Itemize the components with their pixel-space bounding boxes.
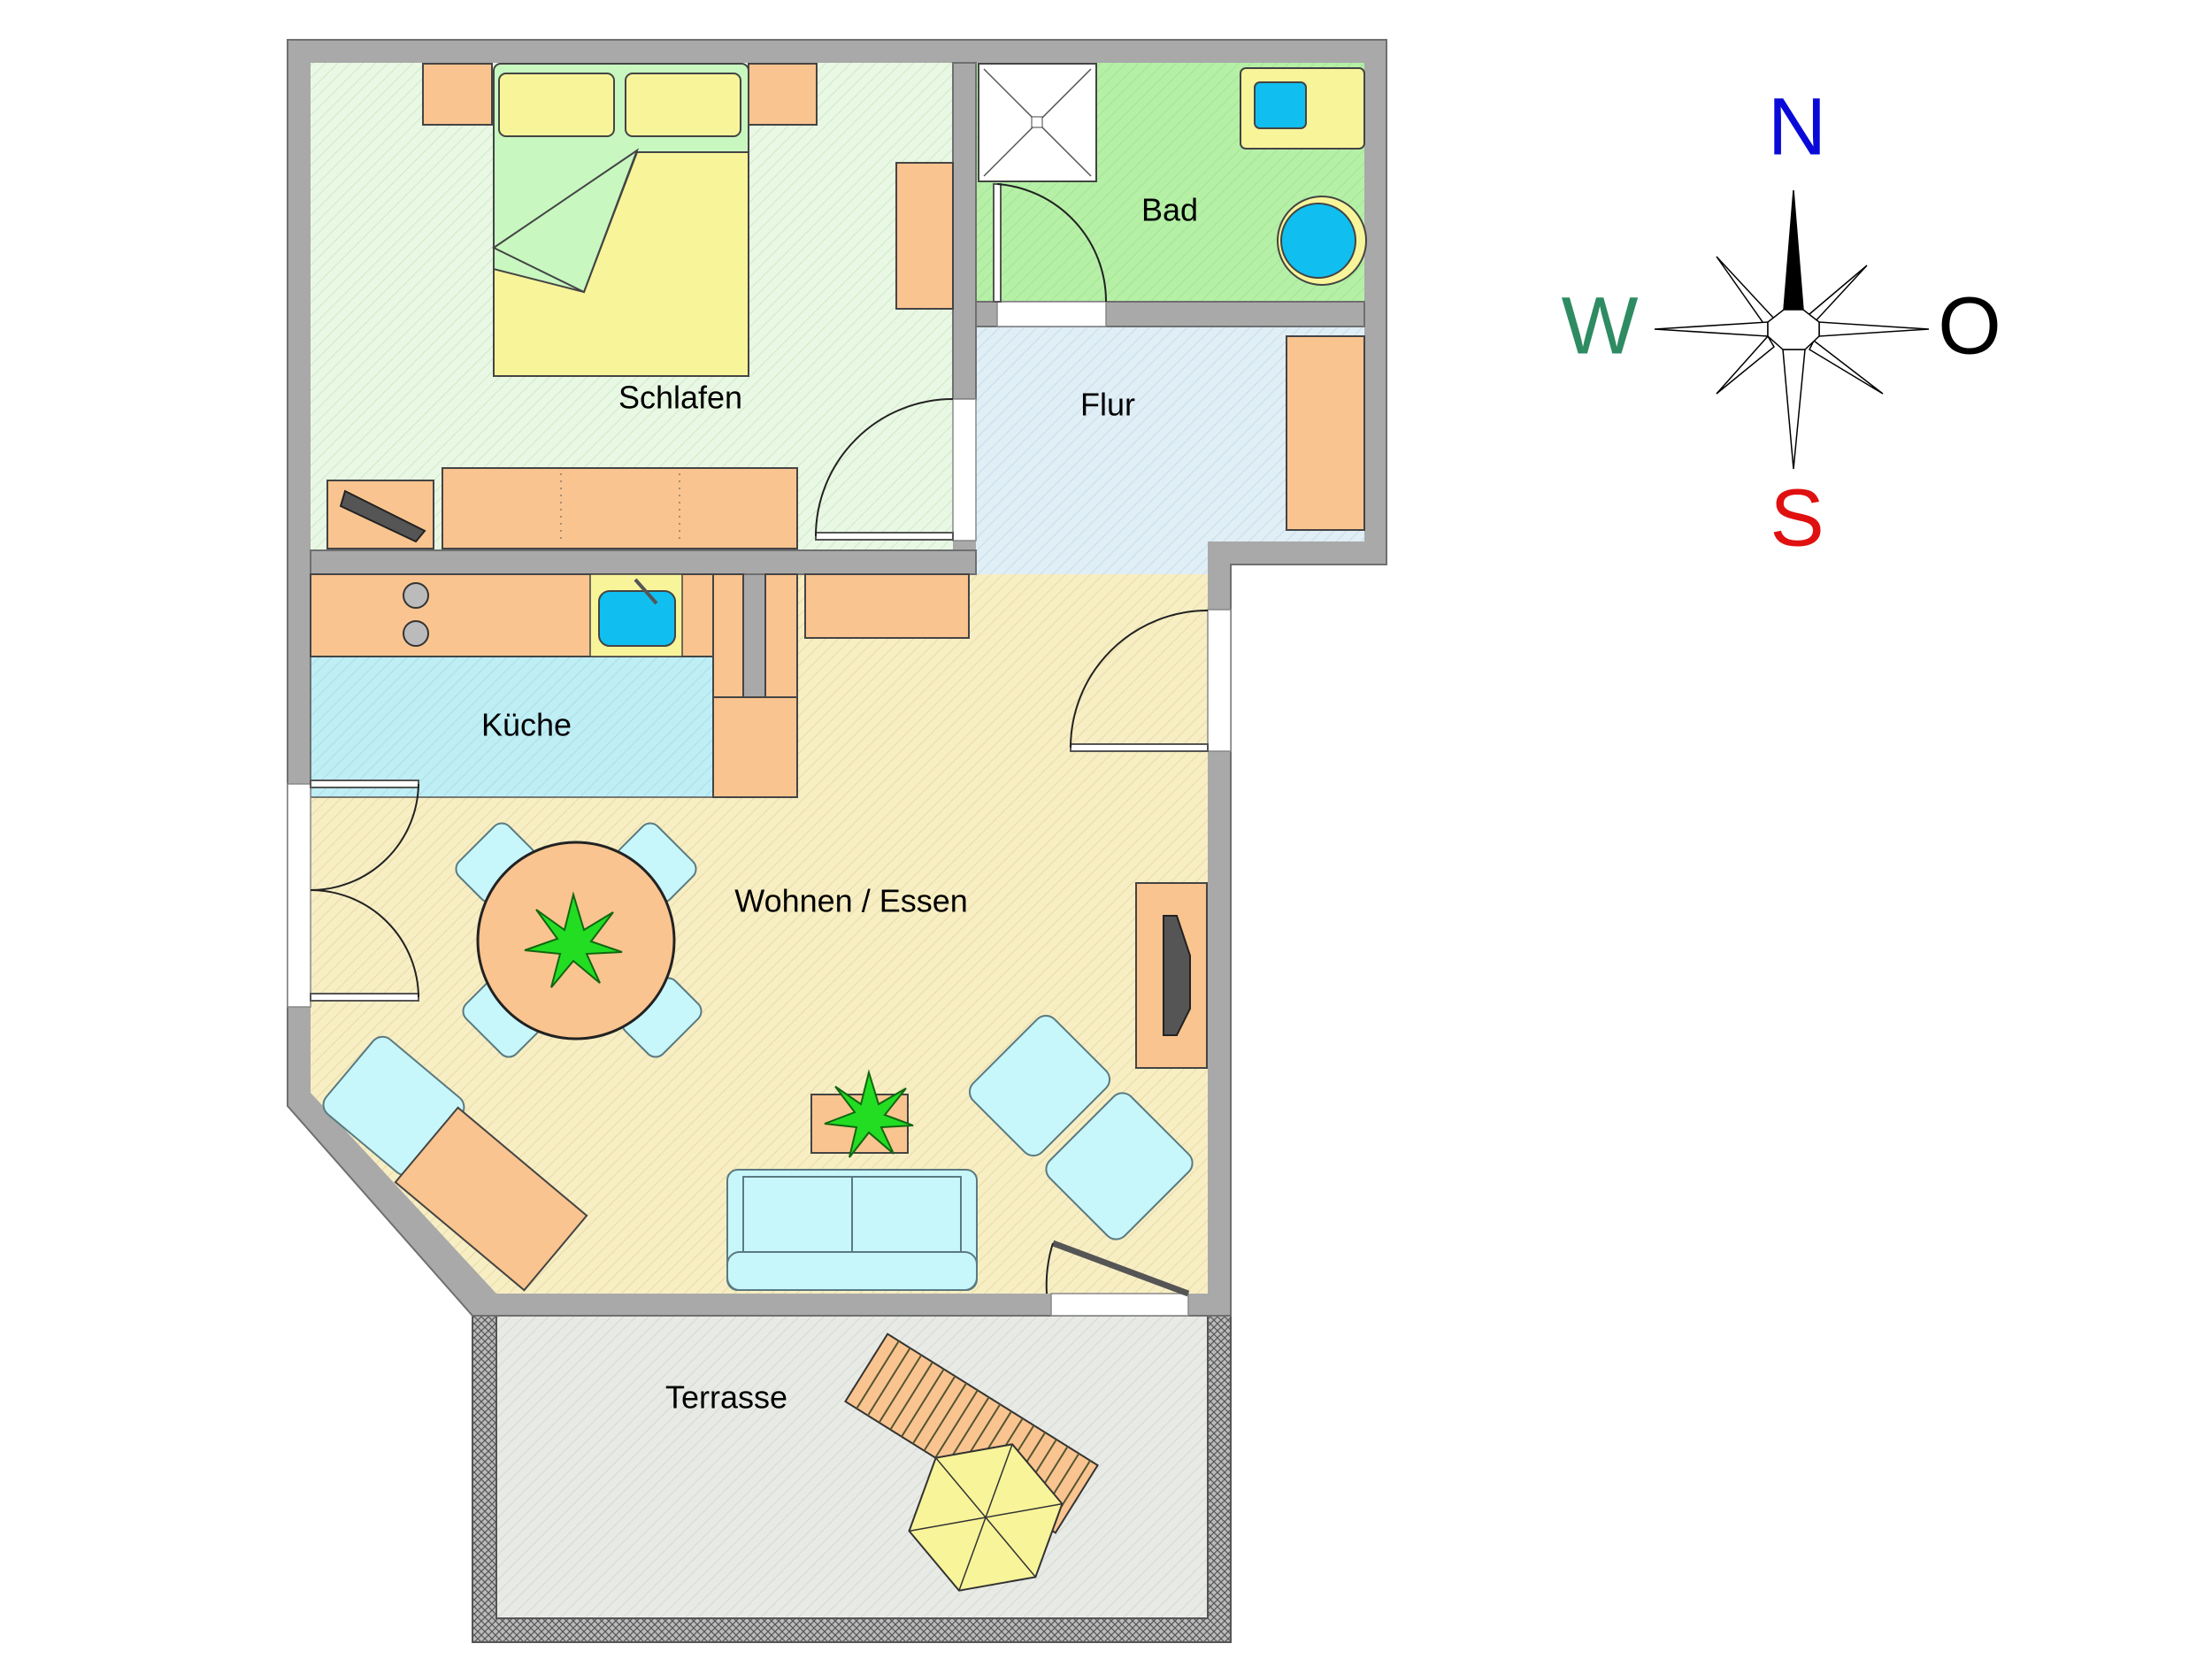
door-bad[interactable] <box>993 183 1108 303</box>
hall-wardrobe <box>1286 335 1365 531</box>
terrace-floor <box>495 1315 1209 1619</box>
terrace <box>472 1315 1232 1643</box>
room-label-kueche: Küche <box>481 707 572 743</box>
nightstand <box>748 63 818 126</box>
kitchen-counter-end-top <box>764 573 798 698</box>
compass-west: W <box>1562 280 1639 371</box>
door-opening-schlafen <box>952 398 977 541</box>
door-opening-bad <box>996 301 1107 327</box>
double-bed <box>492 63 749 377</box>
sideboard <box>804 573 970 639</box>
door-terrace[interactable] <box>1045 1240 1190 1297</box>
tv-cabinet <box>1135 882 1208 1069</box>
room-label-flur: Flur <box>1080 387 1135 423</box>
door-opening-entrance <box>1207 609 1232 752</box>
wardrobe <box>895 162 954 310</box>
plant-icon <box>824 1069 914 1158</box>
armchair <box>1045 1092 1194 1240</box>
coffee-table <box>810 1069 914 1158</box>
armchair <box>968 1014 1111 1157</box>
wall-kueche-partition <box>742 573 766 698</box>
room-label-wohnen: Wohnen / Essen <box>734 883 968 919</box>
room-label-terrasse: Terrasse <box>665 1379 787 1416</box>
compass-north: N <box>1768 81 1826 172</box>
compass-star-icon <box>1654 189 1930 470</box>
nightstand <box>422 63 493 126</box>
stove-burner-icon <box>403 582 429 609</box>
door-west-double[interactable] <box>310 780 419 1002</box>
kitchen-sink <box>589 573 683 657</box>
pillow <box>498 73 615 137</box>
corner-dresser <box>394 1106 588 1292</box>
compass-east: O <box>1938 280 2001 371</box>
kueche-floor <box>310 656 714 798</box>
tv-icon <box>1163 915 1191 1036</box>
washing-machine <box>1240 67 1365 150</box>
dining-set <box>455 822 703 1058</box>
room-label-bad: Bad <box>1141 192 1198 228</box>
wall-schlafen-kueche <box>310 549 977 575</box>
wall-schlafen-bad <box>952 62 977 400</box>
compass-south: S <box>1770 472 1824 563</box>
flur-floor-ext <box>976 541 1208 574</box>
kitchen-counter-end <box>712 696 798 798</box>
pillow <box>625 73 741 137</box>
door-entrance[interactable] <box>1070 610 1209 752</box>
tv-icon <box>339 489 426 543</box>
door-opening-terrace <box>1050 1293 1189 1317</box>
shower <box>978 63 1097 182</box>
door-schlafen[interactable] <box>815 398 954 541</box>
room-label-schlafen: Schlafen <box>618 380 742 416</box>
plant-icon <box>524 891 623 988</box>
sofa <box>726 1169 978 1291</box>
window-door-west <box>287 783 311 1008</box>
compass-rose: N W O S <box>1562 81 2001 563</box>
washbasin <box>1277 196 1367 286</box>
parasol <box>908 1443 1064 1592</box>
stove-burner-icon <box>403 620 429 647</box>
dresser <box>442 467 798 549</box>
tv-table <box>326 480 434 549</box>
